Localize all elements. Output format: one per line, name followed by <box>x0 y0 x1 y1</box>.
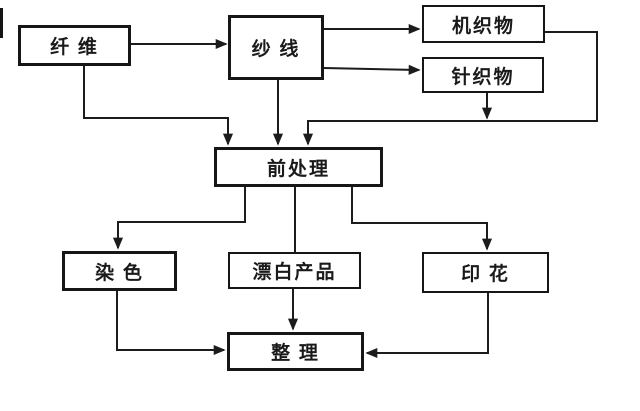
edge-pretreat-dyeing <box>112 187 246 250</box>
node-fiber-label: 纤 维 <box>50 37 99 58</box>
edge-pretreat-printing <box>351 187 493 251</box>
node-woven-fabric-label: 机织物 <box>451 15 515 37</box>
node-finishing: 整 理 <box>227 332 364 371</box>
node-pretreatment: 前处理 <box>214 147 383 187</box>
node-printing: 印 花 <box>422 252 549 293</box>
node-finishing-label: 整 理 <box>271 343 320 364</box>
edge-printing-finishing <box>365 293 489 359</box>
node-printing-label: 印 花 <box>461 264 510 285</box>
node-knitted-fabric: 针织物 <box>422 57 544 93</box>
node-pretreatment-label: 前处理 <box>266 158 330 180</box>
edge-fiber-pretreat <box>83 66 234 146</box>
edge-yarn-knitted <box>323 64 421 75</box>
edge-woven-pretreat <box>302 31 598 146</box>
scan-artifact-mark <box>0 8 3 38</box>
node-fiber: 纤 维 <box>18 25 131 66</box>
node-yarn-label: 纱 线 <box>251 39 301 60</box>
edge-dyeing-finishing <box>116 291 226 356</box>
node-knitted-fabric-label: 针织物 <box>451 66 515 88</box>
node-dyeing-label: 染 色 <box>95 262 144 284</box>
node-bleached-product: 漂白产品 <box>228 252 361 289</box>
node-yarn: 纱 线 <box>228 15 324 80</box>
node-woven-fabric: 机织物 <box>422 5 545 43</box>
node-bleached-product-label: 漂白产品 <box>252 262 337 283</box>
node-dyeing: 染 色 <box>62 251 177 291</box>
